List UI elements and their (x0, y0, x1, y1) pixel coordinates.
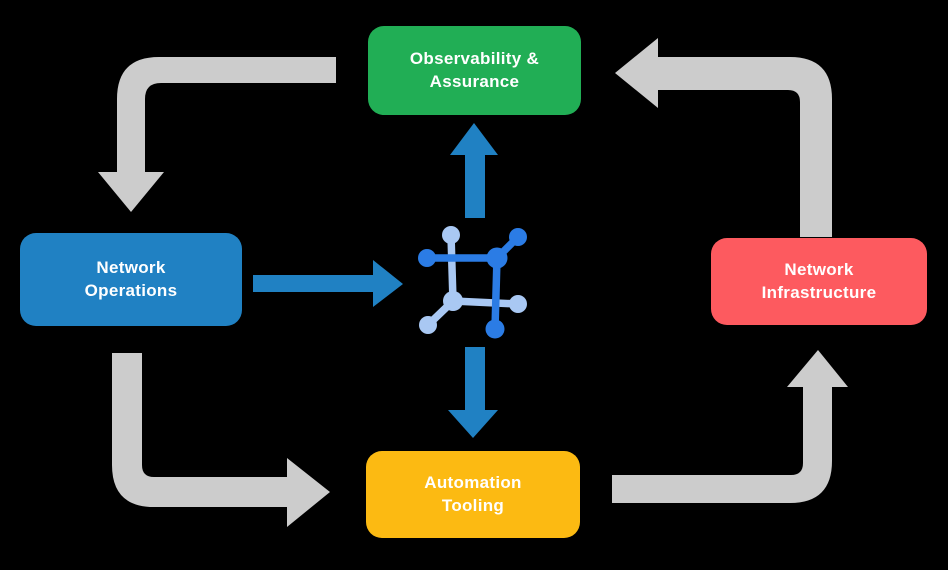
arrow-center-to-automation (448, 347, 498, 438)
node-network-operations: Network Operations (20, 233, 242, 326)
icon-dark-dots (418, 228, 527, 339)
arrow-infrastructure-to-observability (615, 38, 832, 237)
icon-light-dots (419, 226, 527, 334)
node-observability-assurance: Observability & Assurance (368, 26, 581, 115)
node-automation-label: Automation Tooling (424, 472, 522, 515)
network-automation-icon (418, 226, 527, 339)
node-network-infrastructure: Network Infrastructure (711, 238, 927, 325)
arrow-operations-to-center (253, 260, 403, 307)
arrow-observability-to-operations (98, 57, 336, 212)
arrow-automation-to-infrastructure (612, 350, 848, 503)
node-observability-label: Observability & Assurance (409, 48, 540, 91)
node-automation-tooling: Automation Tooling (366, 451, 580, 538)
node-operations-label: Network Operations (84, 257, 178, 300)
arrow-center-to-observability (450, 123, 498, 218)
arrow-operations-to-automation (112, 353, 330, 527)
node-infrastructure-label: Network Infrastructure (761, 259, 877, 302)
